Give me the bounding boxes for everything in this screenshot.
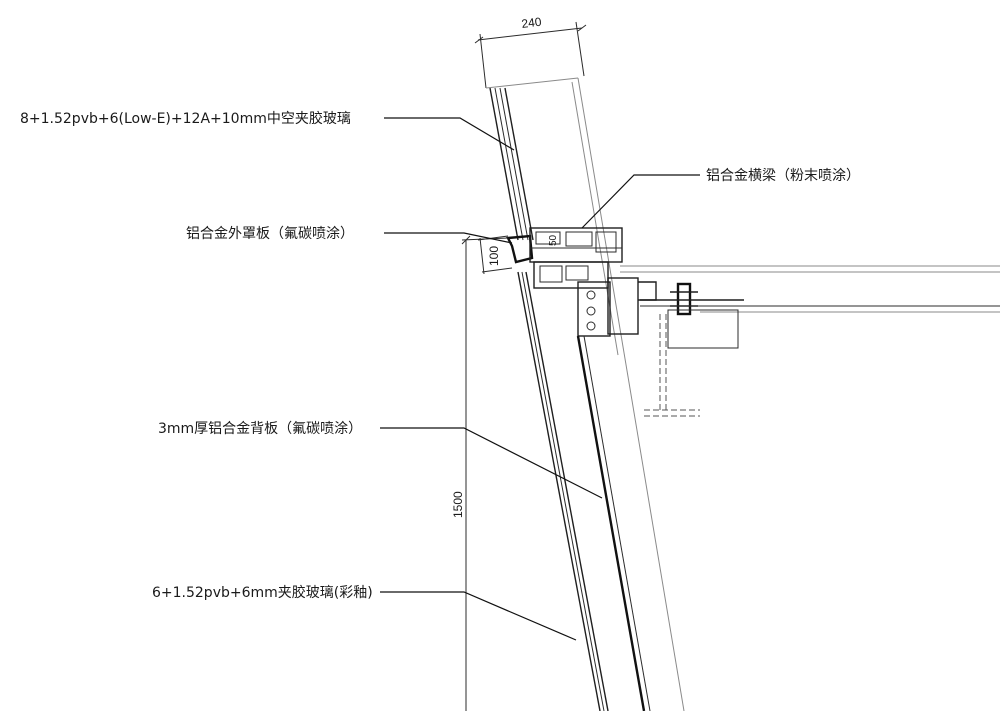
offset-dimension-text: 100 — [487, 246, 501, 266]
width-dimension-text: 240 — [521, 15, 543, 31]
label-aluminum-back-panel: 3mm厚铝合金背板（氟碳喷涂） — [158, 421, 362, 437]
horizontal-slab-lines — [620, 265, 1000, 349]
annotation-leaders — [380, 117, 700, 641]
upper-glass-unit — [485, 77, 579, 241]
height-dimension-text: 1500 — [451, 491, 465, 518]
label-laminated-glass: 6+1.52pvb+6mm夹胶玻璃(彩釉) — [152, 584, 373, 601]
label-insulated-glass: 8+1.52pvb+6(Low-E)+12A+10mm中空夹胶玻璃 — [20, 110, 351, 127]
transom-node-assembly: 100 50 — [477, 227, 698, 337]
lower-spandrel-assembly — [517, 271, 651, 711]
height-dimension: 1500 — [451, 235, 509, 711]
label-aluminum-cover: 铝合金外罩板（氟碳喷涂） — [186, 226, 354, 242]
width-dimension: 240 — [474, 15, 587, 89]
label-aluminum-transom: 铝合金横梁（粉末喷涂） — [706, 168, 860, 184]
small-dimension-text: 50 — [548, 234, 559, 246]
embedded-steel-dashed — [644, 314, 700, 417]
